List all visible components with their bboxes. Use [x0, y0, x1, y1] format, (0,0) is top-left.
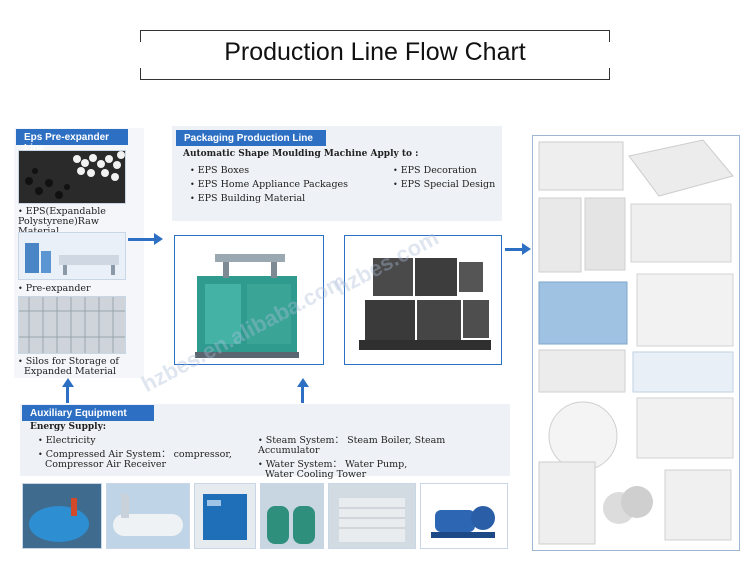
- arrow-right-shaft: [128, 238, 154, 241]
- cooling-tower-image: [329, 484, 415, 548]
- title-frame: Production Line Flow Chart: [140, 30, 610, 80]
- mould-boxes-frame: [344, 235, 502, 365]
- air-receiver-image: [107, 484, 189, 548]
- auxiliary-heading: Energy Supply:: [30, 422, 107, 432]
- raw-material-photo: [18, 150, 126, 204]
- water-pump-photo: [420, 483, 508, 549]
- list-item: EPS Boxes: [197, 165, 250, 176]
- steam-accumulator-image: [261, 484, 323, 548]
- list-item: Water System： Water Pump,: [265, 459, 408, 470]
- silos-image: [19, 297, 125, 353]
- steam-boiler-image: [23, 484, 101, 548]
- list-bullet: [393, 179, 401, 190]
- list-item: Compressed Air System： compressor,: [45, 449, 232, 460]
- list-item: EPS Building Material: [197, 193, 306, 204]
- arrow-right-icon: [154, 233, 163, 245]
- list-item: EPS Decoration: [400, 165, 477, 176]
- pre-expander-photo: [18, 232, 126, 280]
- page-title: Production Line Flow Chart: [224, 38, 526, 66]
- list-bullet: [190, 179, 198, 190]
- compressor-image: [195, 484, 255, 548]
- raw-material-caption-line2: Polystyrene)Raw Material: [18, 216, 99, 237]
- raw-material-caption-line1: EPS(Expandable: [25, 206, 106, 217]
- silos-caption: Silos for Storage of Expanded Material: [18, 356, 143, 377]
- list-bullet: [38, 435, 46, 446]
- products-frame: [532, 135, 740, 551]
- list-bullet: [393, 165, 401, 176]
- moulding-machine-frame: [174, 235, 324, 365]
- cooling-tower-photo: [328, 483, 416, 549]
- list-item: Water Cooling Tower: [265, 469, 367, 480]
- raw-material-caption: EPS(Expandable Polystyrene)Raw Material: [18, 206, 143, 237]
- packaging-heading: Automatic Shape Moulding Machine Apply t…: [183, 149, 419, 159]
- list-bullet: [258, 435, 266, 446]
- packaging-list-2: EPS Decoration EPS Special Design: [393, 165, 498, 190]
- compressor-photo: [194, 483, 256, 549]
- arrow-up-icon: [297, 378, 309, 387]
- water-pump-image: [421, 484, 507, 548]
- arrow-right-shaft: [505, 248, 523, 251]
- silos-photo: [18, 296, 126, 354]
- packaging-list-1: EPS Boxes EPS Home Appliance Packages EP…: [190, 165, 390, 204]
- list-bullet: [190, 165, 198, 176]
- list-item: Compressor Air Receiver: [45, 459, 167, 470]
- caption-bullet: [18, 283, 26, 294]
- caption-bullet: [18, 206, 26, 217]
- list-bullet: [258, 459, 266, 470]
- list-item: Electricity: [45, 435, 96, 446]
- raw-material-image: [19, 151, 125, 203]
- steam-accumulator-photo: [260, 483, 324, 549]
- list-item: EPS Home Appliance Packages: [197, 179, 349, 190]
- moulding-machine-image: [175, 236, 323, 364]
- caption-bullet: [18, 356, 26, 367]
- arrow-up-shaft: [301, 387, 304, 403]
- list-bullet: [190, 193, 198, 204]
- list-item: Steam System： Steam Boiler, Steam Accumu…: [258, 435, 446, 456]
- auxiliary-list-1: Electricity Compressed Air System： compr…: [38, 435, 253, 470]
- air-receiver-photo: [106, 483, 190, 549]
- pre-expander-caption-text: Pre-expander: [25, 283, 91, 294]
- silos-caption-line2: Expanded Material: [24, 366, 117, 377]
- products-image: [533, 136, 739, 550]
- list-item: EPS Special Design: [400, 179, 496, 190]
- pre-expander-caption: Pre-expander: [18, 283, 138, 294]
- auxiliary-tab: Auxiliary Equipment: [22, 405, 154, 421]
- pre-expander-image: [19, 233, 125, 279]
- arrow-up-icon: [62, 378, 74, 387]
- eps-preexpander-tab: Eps Pre-expander Line: [16, 129, 128, 154]
- steam-boiler-photo: [22, 483, 102, 549]
- packaging-tab: Packaging Production Line: [176, 130, 326, 146]
- auxiliary-list-2: Steam System： Steam Boiler, Steam Accumu…: [258, 435, 506, 480]
- mould-boxes-image: [345, 236, 501, 364]
- arrow-right-icon: [522, 243, 531, 255]
- silos-caption-line1: Silos for Storage of: [25, 356, 119, 367]
- arrow-up-shaft: [66, 387, 69, 403]
- list-bullet: [38, 449, 46, 460]
